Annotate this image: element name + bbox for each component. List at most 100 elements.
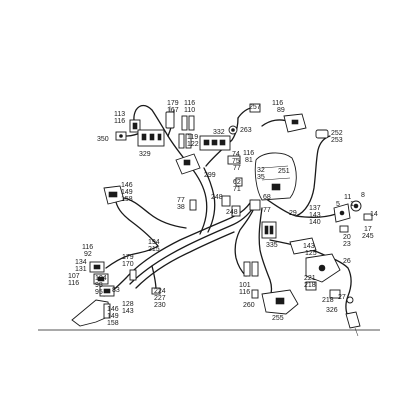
connector-74-body bbox=[227, 155, 241, 165]
sensor-179 bbox=[165, 106, 175, 129]
label-116: 116 bbox=[114, 118, 125, 125]
label-140: 140 bbox=[309, 219, 321, 226]
clip-248-a bbox=[221, 195, 231, 207]
label-38: 38 bbox=[177, 204, 185, 211]
part-labels: 113 116 179 167 116 110 257 116 89 350 3… bbox=[68, 100, 378, 327]
label-26: 26 bbox=[343, 258, 351, 265]
label-125: 125 bbox=[305, 250, 317, 257]
switch-350-pin bbox=[119, 134, 123, 138]
clip-224-body bbox=[151, 287, 161, 295]
label-179: 179 bbox=[167, 100, 179, 107]
switch-27 bbox=[329, 289, 354, 304]
clip-77-body bbox=[189, 199, 197, 211]
label-14: 14 bbox=[370, 211, 378, 218]
label-119: 119 bbox=[187, 134, 198, 141]
bracket-26 bbox=[305, 253, 341, 283]
relay-335-body bbox=[261, 221, 277, 239]
label-170: 170 bbox=[122, 261, 134, 268]
connector-252 bbox=[315, 129, 329, 139]
connector-74 bbox=[227, 155, 241, 165]
label-77: 77 bbox=[233, 165, 241, 172]
label-332: 332 bbox=[213, 129, 225, 136]
clip-260-body bbox=[251, 289, 259, 299]
label-245: 245 bbox=[362, 233, 374, 240]
connector-332-pin-2 bbox=[211, 139, 218, 146]
harness-wire-lower-left bbox=[105, 245, 159, 269]
label-128: 128 bbox=[122, 301, 134, 308]
label-194: 194 bbox=[148, 239, 160, 246]
label-248: 248 bbox=[211, 194, 223, 201]
label-77: 77 bbox=[177, 197, 185, 204]
harness-wire-trunk bbox=[167, 135, 208, 235]
relay-113 bbox=[129, 119, 141, 133]
label-71: 71 bbox=[233, 186, 241, 193]
harness-wire-224 bbox=[151, 265, 157, 291]
fuse-box-251-seam-1 bbox=[261, 165, 289, 169]
bracket-255-clip bbox=[275, 297, 285, 305]
connector-101 bbox=[243, 261, 259, 277]
fuse-box-251-body bbox=[254, 152, 297, 201]
components bbox=[71, 103, 373, 337]
connector-146 bbox=[103, 185, 125, 205]
label-83: 83 bbox=[112, 287, 120, 294]
harness-wire-trunk-2 bbox=[203, 167, 216, 233]
connector-68 bbox=[249, 199, 261, 211]
label-137: 137 bbox=[309, 205, 321, 212]
label-149: 149 bbox=[121, 189, 133, 196]
relay-cluster-left bbox=[89, 261, 115, 297]
label-158: 158 bbox=[107, 320, 119, 327]
connector-101-a bbox=[243, 261, 251, 277]
fuse-box-251-latch bbox=[271, 183, 281, 191]
harness-wire-connector-146 bbox=[123, 197, 187, 229]
sensor-326-body bbox=[345, 311, 361, 329]
label-253: 253 bbox=[331, 137, 343, 144]
clip-62 bbox=[235, 177, 243, 187]
label-224: 224 bbox=[154, 288, 166, 295]
sensor-170 bbox=[129, 269, 137, 281]
connector-68-body bbox=[249, 199, 261, 211]
connector-252-body bbox=[315, 129, 329, 139]
switch-221 bbox=[305, 281, 317, 291]
connector-146-pins bbox=[108, 191, 118, 198]
fuse-110-b bbox=[188, 115, 195, 131]
harness-wire-down-center-2 bbox=[258, 207, 273, 299]
label-146: 146 bbox=[107, 306, 119, 313]
label-251: 251 bbox=[278, 168, 290, 175]
label-149: 149 bbox=[107, 313, 119, 320]
harness-wire-connectors bbox=[295, 213, 337, 218]
fuse-110-a bbox=[181, 115, 188, 131]
relay-113-contact bbox=[132, 122, 138, 130]
label-27: 27 bbox=[338, 294, 346, 301]
sensor-179-body bbox=[165, 111, 175, 129]
relay-299 bbox=[175, 153, 201, 175]
label-11: 11 bbox=[344, 194, 351, 201]
sensor-326 bbox=[345, 311, 361, 337]
label-326: 326 bbox=[326, 307, 338, 314]
label-92: 92 bbox=[84, 251, 92, 258]
connector-101-b bbox=[251, 261, 259, 277]
label-17: 17 bbox=[364, 226, 372, 233]
fuse-pair-110 bbox=[181, 115, 195, 131]
label-104: 104 bbox=[95, 275, 107, 282]
label-68: 68 bbox=[263, 194, 271, 201]
label-113: 113 bbox=[114, 111, 125, 118]
relay-block-329 bbox=[137, 129, 165, 147]
module-89-window bbox=[291, 119, 299, 125]
harness-wire-main-3 bbox=[135, 231, 235, 289]
label-107: 107 bbox=[68, 273, 80, 280]
label-143: 143 bbox=[309, 212, 321, 219]
label-98: 98 bbox=[95, 282, 103, 289]
relay-335-pin-2 bbox=[269, 225, 274, 235]
harness-wire-pedal bbox=[321, 253, 353, 325]
label-62: 62 bbox=[233, 179, 241, 186]
relay-104-contact bbox=[103, 288, 111, 294]
connector-332-pin-1 bbox=[203, 139, 210, 146]
sensor-125-body bbox=[289, 237, 317, 255]
clip-62-body bbox=[235, 177, 243, 187]
switch-27-body bbox=[329, 289, 341, 299]
label-221: 221 bbox=[304, 275, 316, 282]
sensor-257 bbox=[249, 103, 261, 113]
grommet-263-inner bbox=[231, 128, 235, 132]
harness-wire-down-center bbox=[234, 203, 257, 277]
